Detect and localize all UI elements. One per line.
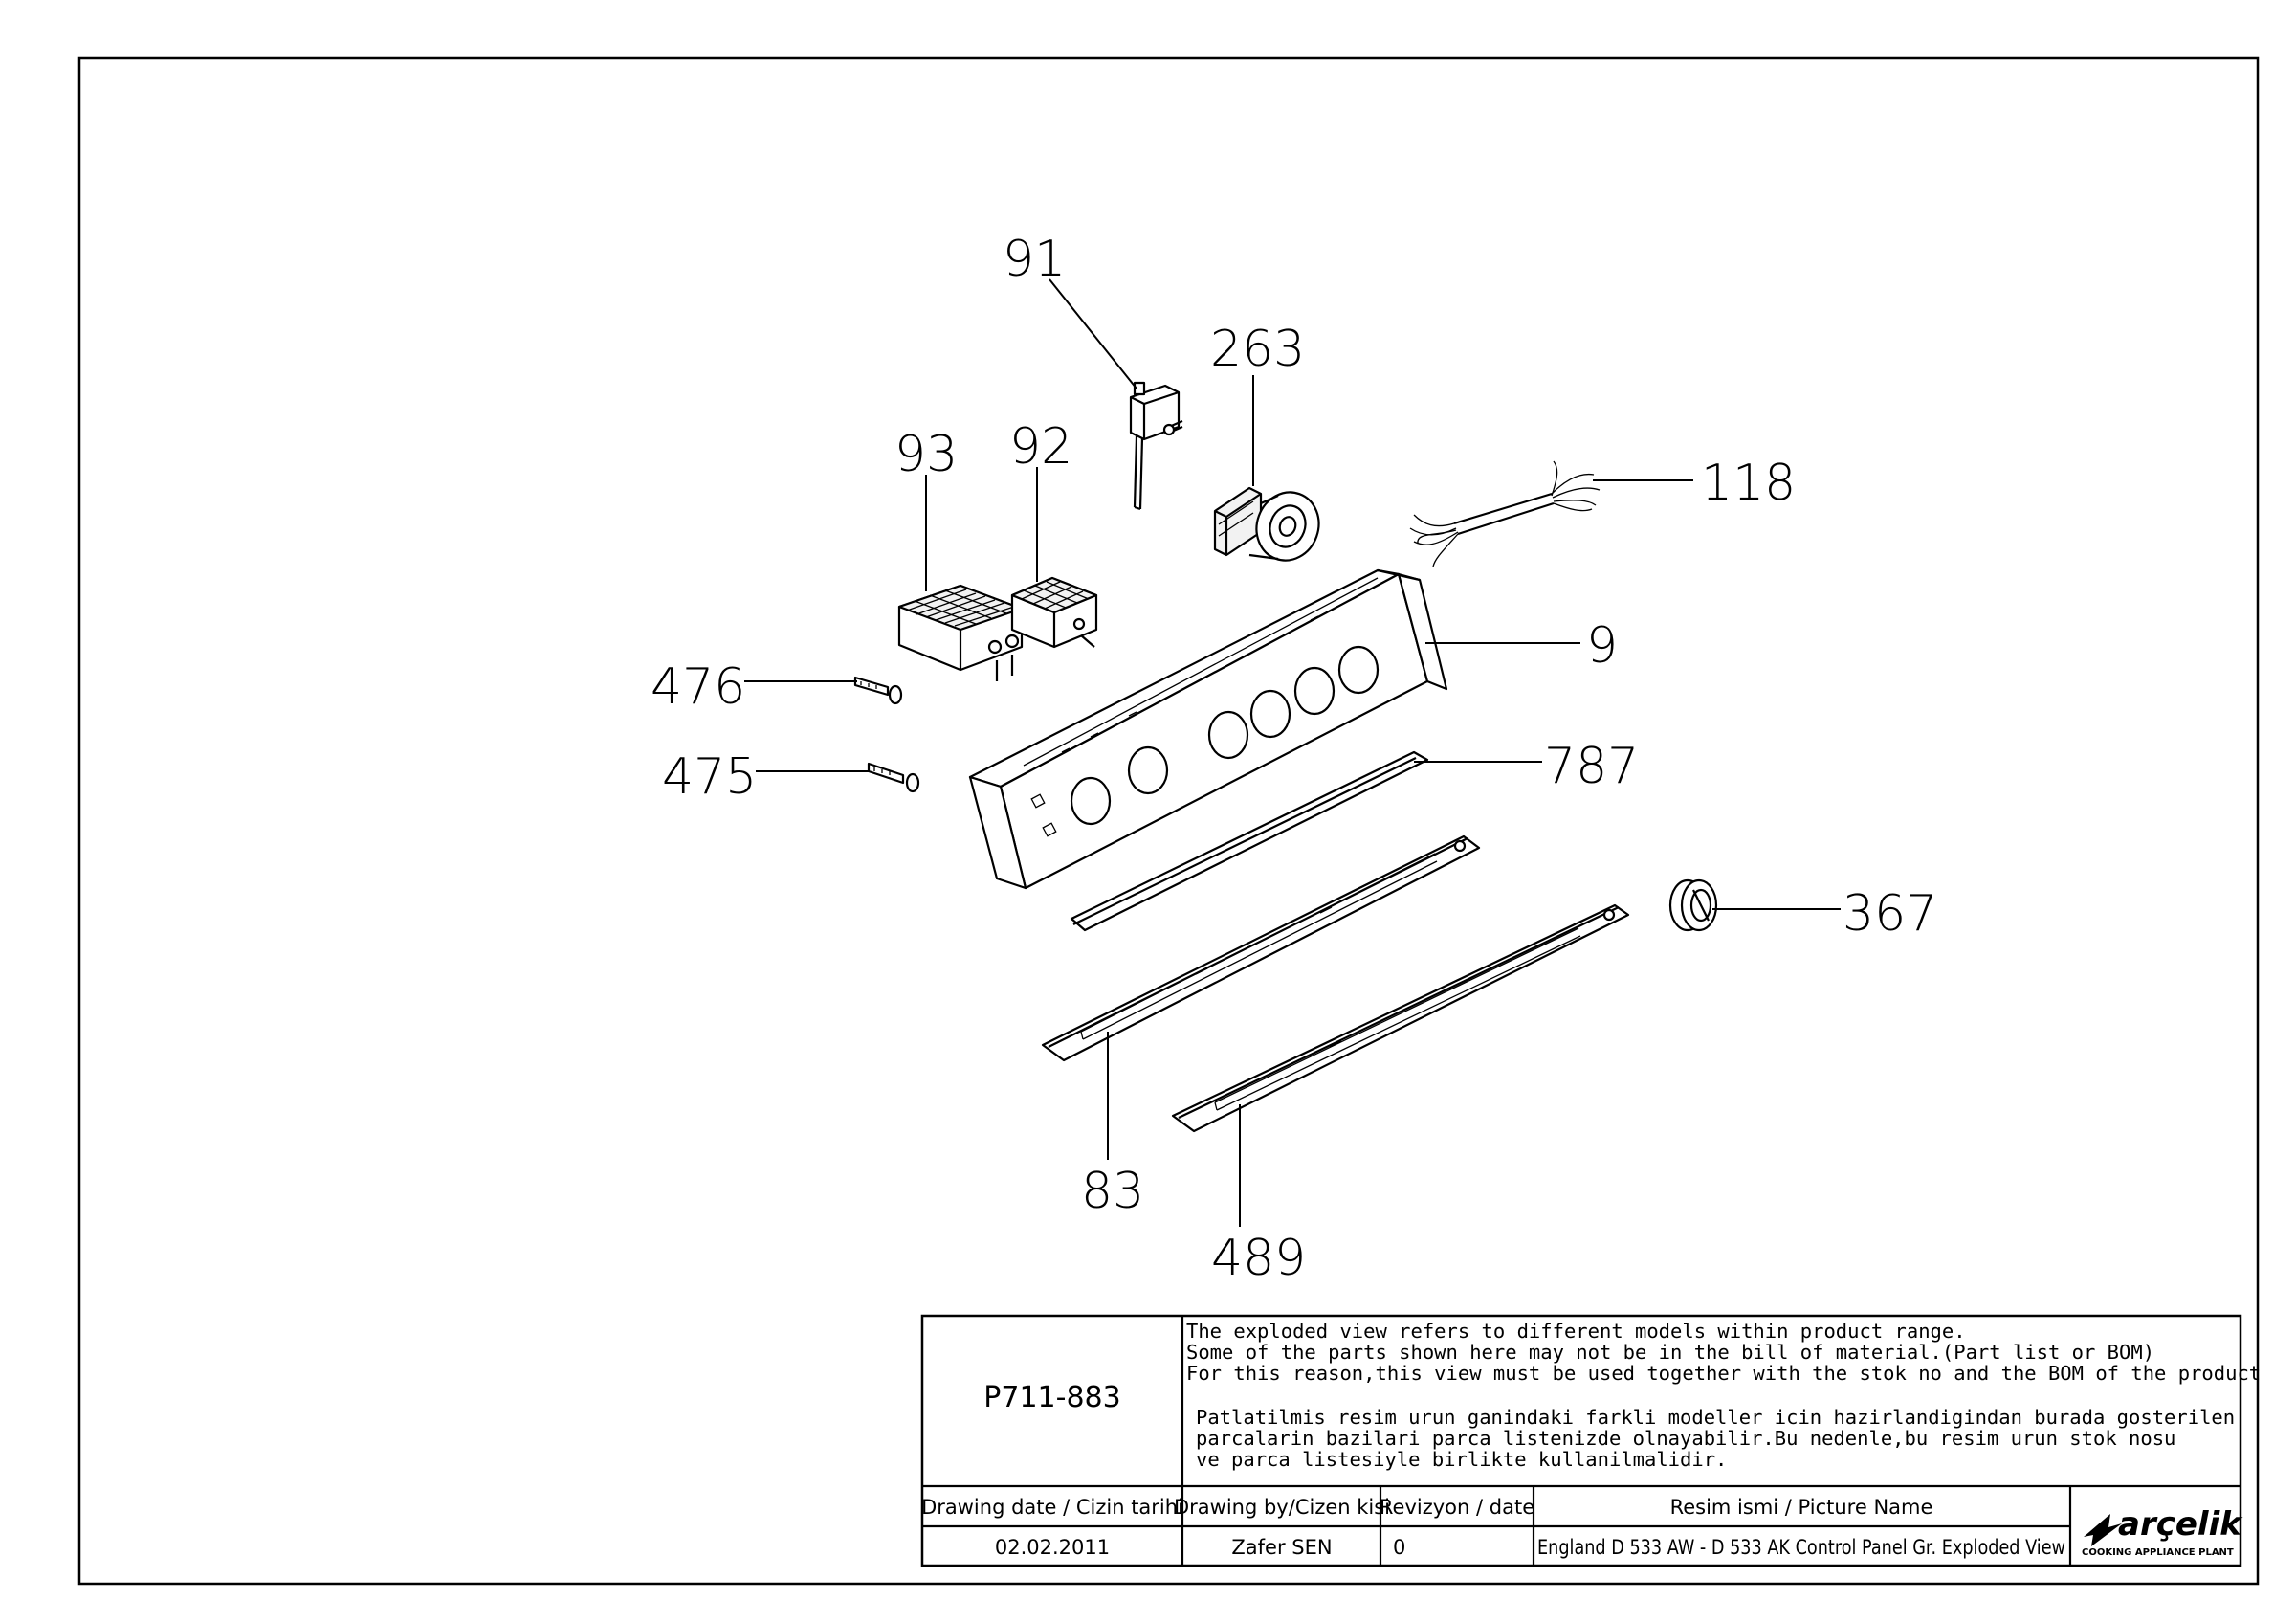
value-picture-name: England D 533 AW - D 533 AK Control Pane… (1537, 1536, 2065, 1559)
value-drawing-date: 02.02.2011 (995, 1536, 1110, 1559)
part-label-476: 476 (651, 658, 745, 716)
note-en-line-3: For this reason,this view must be used t… (1186, 1362, 2261, 1385)
leader-91 (1049, 278, 1137, 389)
part-787-strip (1070, 750, 1429, 932)
part-263-switch (1213, 486, 1320, 562)
part-label-93: 93 (894, 426, 958, 483)
part-475-screw (867, 762, 920, 793)
part-476-screw (853, 676, 903, 705)
part-92-terminal-block (1010, 576, 1098, 649)
arcelik-logo: arçelik COOKING APPLIANCE PLANT (2082, 1505, 2243, 1558)
part-label-489: 489 (1211, 1230, 1306, 1287)
part-label-787: 787 (1544, 738, 1639, 795)
arcelik-logo-text: arçelik (2118, 1505, 2243, 1544)
header-drawing-by: Drawing by/Cizen kisi (1174, 1496, 1390, 1519)
note-en-line-2: Some of the parts shown here may not be … (1186, 1341, 2154, 1364)
part-91-thermostat (1129, 381, 1183, 511)
part-93-terminal-block (897, 584, 1024, 681)
part-label-367: 367 (1843, 885, 1937, 943)
part-label-475: 475 (662, 748, 757, 806)
header-picture-name: Resim ismi / Picture Name (1670, 1496, 1933, 1519)
part-367-knob (1668, 878, 1718, 932)
part-label-263: 263 (1210, 321, 1305, 378)
note-tr-line-2: parcalarin bazilari parca listenizde oln… (1196, 1427, 2175, 1450)
drawing-code: P711-883 (983, 1381, 1120, 1414)
part-9-control-panel (968, 568, 1448, 890)
note-en-line-1: The exploded view refers to different mo… (1186, 1320, 1966, 1343)
value-revision: 0 (1393, 1536, 1405, 1559)
header-revision: Revizyon / date (1380, 1496, 1534, 1519)
part-label-83: 83 (1081, 1163, 1144, 1220)
part-118-wire-harness (1409, 460, 1601, 567)
note-tr-line-3: ve parca listesiyle birlikte kullanilmal… (1196, 1448, 1727, 1471)
arcelik-logo-subtext: COOKING APPLIANCE PLANT (2082, 1547, 2234, 1558)
part-label-118: 118 (1701, 455, 1796, 512)
value-drawing-by: Zafer SEN (1231, 1536, 1332, 1559)
part-label-91: 91 (1003, 231, 1066, 288)
note-tr-line-1: Patlatilmis resim urun ganindaki farkli … (1196, 1406, 2235, 1429)
arcelik-logo-mark (2084, 1514, 2122, 1546)
header-drawing-date: Drawing date / Cizin tarihi (921, 1496, 1183, 1519)
part-label-9: 9 (1586, 617, 1618, 675)
title-block (920, 1314, 2242, 1567)
part-489-rail (1171, 903, 1630, 1133)
part-83-rail (1041, 834, 1481, 1062)
part-label-92: 92 (1009, 418, 1072, 476)
drawing-frame (77, 56, 2260, 1586)
